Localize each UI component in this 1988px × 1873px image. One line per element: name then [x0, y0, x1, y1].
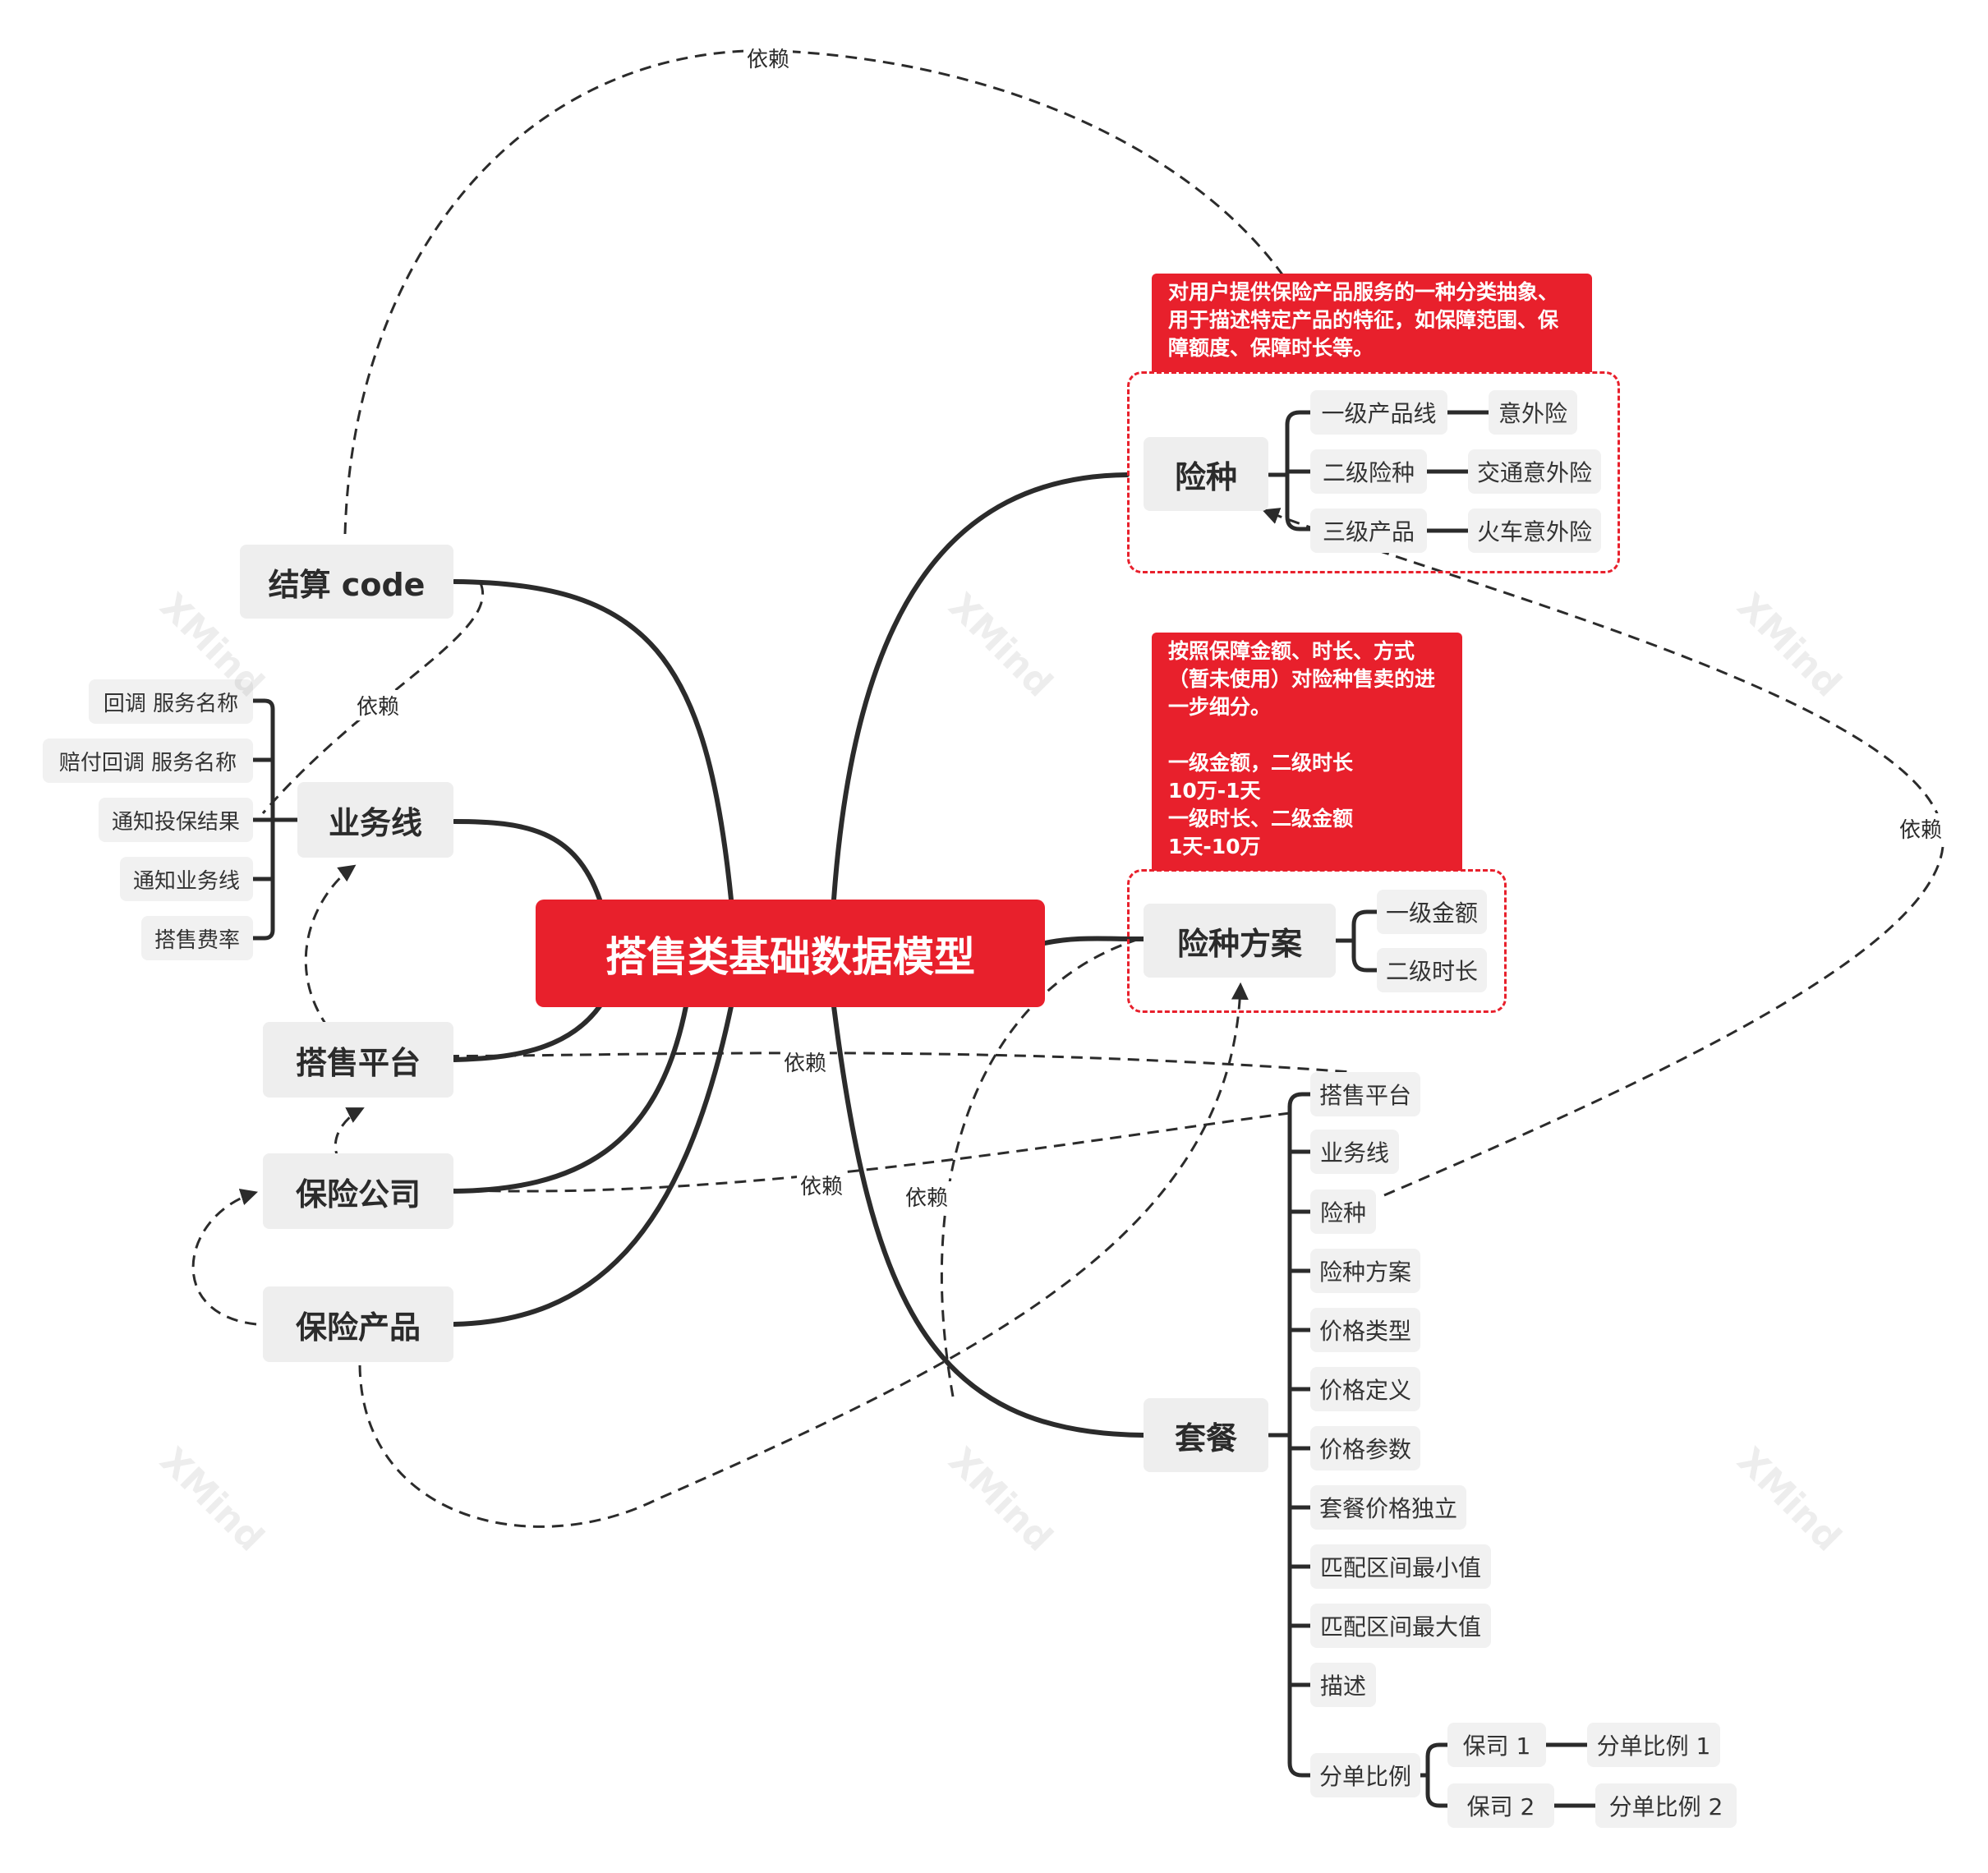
type-level-2[interactable]: 二级险种: [1310, 449, 1427, 494]
bl-child-4[interactable]: 通知业务线: [120, 857, 253, 901]
bl-child-5[interactable]: 搭售费率: [141, 916, 253, 960]
type-level-2-value[interactable]: 交通意外险: [1468, 449, 1601, 494]
topic-package[interactable]: 套餐: [1144, 1398, 1268, 1472]
topic-plan[interactable]: 险种方案: [1144, 904, 1336, 978]
split-insurer-2[interactable]: 保司 2: [1447, 1783, 1554, 1828]
insurance-type-note: 对用户提供保险产品服务的一种分类抽象、用于描述特定产品的特征，如保障范围、保障额…: [1152, 274, 1592, 372]
rel-businessline-to-insurer: [334, 1107, 1291, 1193]
type-level-3[interactable]: 三级产品: [1310, 509, 1427, 553]
package-child-1[interactable]: 搭售平台: [1310, 1072, 1420, 1116]
topic-insurance-type[interactable]: 险种: [1144, 437, 1268, 511]
split-ratio-1[interactable]: 分单比例 1: [1587, 1723, 1720, 1767]
package-child-9[interactable]: 匹配区间最小值: [1310, 1544, 1491, 1589]
rel-platform-to-package: [352, 1052, 1352, 1074]
branch-plan: [1042, 936, 1146, 946]
package-child-6[interactable]: 价格定义: [1310, 1367, 1420, 1411]
type-level-3-value[interactable]: 火车意外险: [1468, 509, 1601, 553]
split-ratio-2[interactable]: 分单比例 2: [1595, 1783, 1737, 1828]
root-topic[interactable]: 搭售类基础数据模型: [536, 900, 1045, 1007]
rel-label-6: 依赖: [902, 1181, 952, 1212]
plan-child-1[interactable]: 一级金额: [1377, 890, 1487, 934]
topic-platform[interactable]: 搭售平台: [263, 1022, 453, 1098]
type-level-1[interactable]: 一级产品线: [1310, 390, 1447, 435]
package-child-5[interactable]: 价格类型: [1310, 1308, 1420, 1352]
bl-child-2[interactable]: 赔付回调 服务名称: [43, 739, 253, 783]
branch-insurance-type: [831, 472, 1130, 902]
branch-product: [452, 1004, 734, 1327]
split-ratio[interactable]: 分单比例: [1310, 1753, 1420, 1797]
rel-product-to-insurer: [191, 1188, 259, 1326]
rel-package-to-plan: [940, 936, 1143, 1397]
rel-product-to-plan: [358, 982, 1249, 1528]
rel-settlement-to-businessline: [261, 582, 484, 814]
bl-child-1[interactable]: 回调 服务名称: [89, 679, 253, 724]
rel-label-1: 依赖: [743, 43, 794, 73]
package-child-4[interactable]: 险种方案: [1310, 1249, 1420, 1293]
insurance-type-boundary: [1127, 371, 1620, 573]
branch-insurer: [452, 1004, 688, 1194]
topic-product[interactable]: 保险产品: [263, 1286, 453, 1362]
package-child-8[interactable]: 套餐价格独立: [1310, 1485, 1466, 1530]
rel-label-2: 依赖: [353, 690, 403, 720]
bl-child-3[interactable]: 通知投保结果: [99, 798, 253, 842]
package-child-7[interactable]: 价格参数: [1310, 1426, 1420, 1470]
topic-business-line[interactable]: 业务线: [297, 782, 453, 858]
rel-label-4: 依赖: [780, 1047, 831, 1077]
rel-label-3: 依赖: [1896, 813, 1946, 844]
topic-settlement-code[interactable]: 结算 code: [240, 545, 453, 619]
plan-child-2[interactable]: 二级时长: [1377, 948, 1487, 992]
package-child-2[interactable]: 业务线: [1310, 1130, 1399, 1174]
rel-label-5: 依赖: [797, 1170, 847, 1200]
branch-platform: [452, 1004, 602, 1062]
type-level-1-value[interactable]: 意外险: [1489, 390, 1577, 435]
package-child-10[interactable]: 匹配区间最大值: [1310, 1604, 1491, 1648]
split-insurer-1[interactable]: 保司 1: [1447, 1723, 1546, 1767]
branch-package: [831, 1004, 1146, 1438]
branch-settlement-code: [452, 579, 734, 902]
branch-business-line: [452, 819, 602, 902]
package-child-3[interactable]: 险种: [1310, 1190, 1376, 1234]
package-child-11[interactable]: 描述: [1310, 1663, 1376, 1707]
topic-insurer[interactable]: 保险公司: [263, 1153, 453, 1229]
plan-note: 按照保障金额、时长、方式（暂未使用）对险种售卖的进一步细分。 一级金额，二级时长…: [1152, 633, 1462, 871]
